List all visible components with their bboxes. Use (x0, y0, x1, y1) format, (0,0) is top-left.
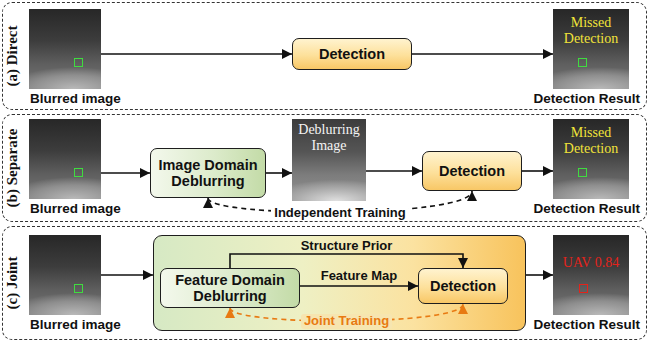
overlay-text: UAV 0.84 (553, 255, 629, 271)
blurred-image (29, 235, 101, 315)
result-image: Missed DetectionDetection Result (553, 9, 629, 89)
connector (101, 53, 292, 55)
image-caption: Blurred image (30, 318, 121, 333)
box-label: Detection (430, 278, 496, 294)
image-caption: Detection Result (533, 202, 640, 217)
connector (300, 285, 418, 287)
target-box (74, 284, 83, 293)
panel-label: (c) Joint (4, 257, 21, 310)
connector (522, 170, 553, 172)
target-box (578, 168, 587, 177)
process-box: Detection (422, 151, 522, 191)
dashed-panel: (a) DirectBlurred imageDetectionMissed D… (2, 2, 647, 110)
connector (101, 172, 150, 174)
image-caption: Blurred image (30, 202, 121, 217)
box-label: Image Domain Deblurring (155, 157, 261, 189)
edge-label: Joint Training (301, 314, 392, 328)
panel-label: (b) Separate (4, 129, 21, 208)
blurred-image (553, 235, 629, 315)
overlay-text: Deblurring Image (292, 122, 366, 153)
process-box: Detection (292, 38, 412, 70)
target-box (578, 58, 587, 67)
overlay-text: Missed Detection (553, 15, 629, 46)
input-image: Blurred image (29, 119, 101, 199)
result-image: Missed DetectionDetection Result (553, 119, 629, 199)
target-box (74, 168, 83, 177)
connector (101, 274, 153, 276)
blurred-image (29, 119, 101, 199)
connector (412, 53, 553, 55)
image-caption: Detection Result (533, 92, 640, 107)
target-box (579, 284, 588, 293)
box-label: Detection (319, 46, 385, 62)
box-label: Feature Domain Deblurring (165, 272, 295, 304)
process-box: Feature Domain Deblurring (160, 268, 300, 308)
input-image: Blurred image (29, 235, 101, 315)
input-image: Blurred image (29, 9, 101, 89)
connector (266, 172, 292, 174)
edge-label: Feature Map (318, 269, 401, 283)
box-label: Detection (439, 163, 505, 179)
edge-label: Structure Prior (298, 239, 396, 253)
connector (366, 170, 422, 172)
process-box: Image Domain Deblurring (150, 148, 266, 198)
image-caption: Blurred image (30, 92, 121, 107)
panel-label: (a) Direct (4, 26, 21, 87)
image-caption: Detection Result (533, 318, 640, 333)
connector (526, 274, 553, 276)
blurred-image (29, 9, 101, 89)
deblurred-image-node: Deblurring Image (292, 119, 366, 201)
result-image: UAV 0.84Detection Result (553, 235, 629, 315)
edge-label: Independent Training (271, 206, 408, 220)
target-box (74, 58, 83, 67)
overlay-text: Missed Detection (553, 125, 629, 156)
process-box: Detection (418, 268, 508, 304)
